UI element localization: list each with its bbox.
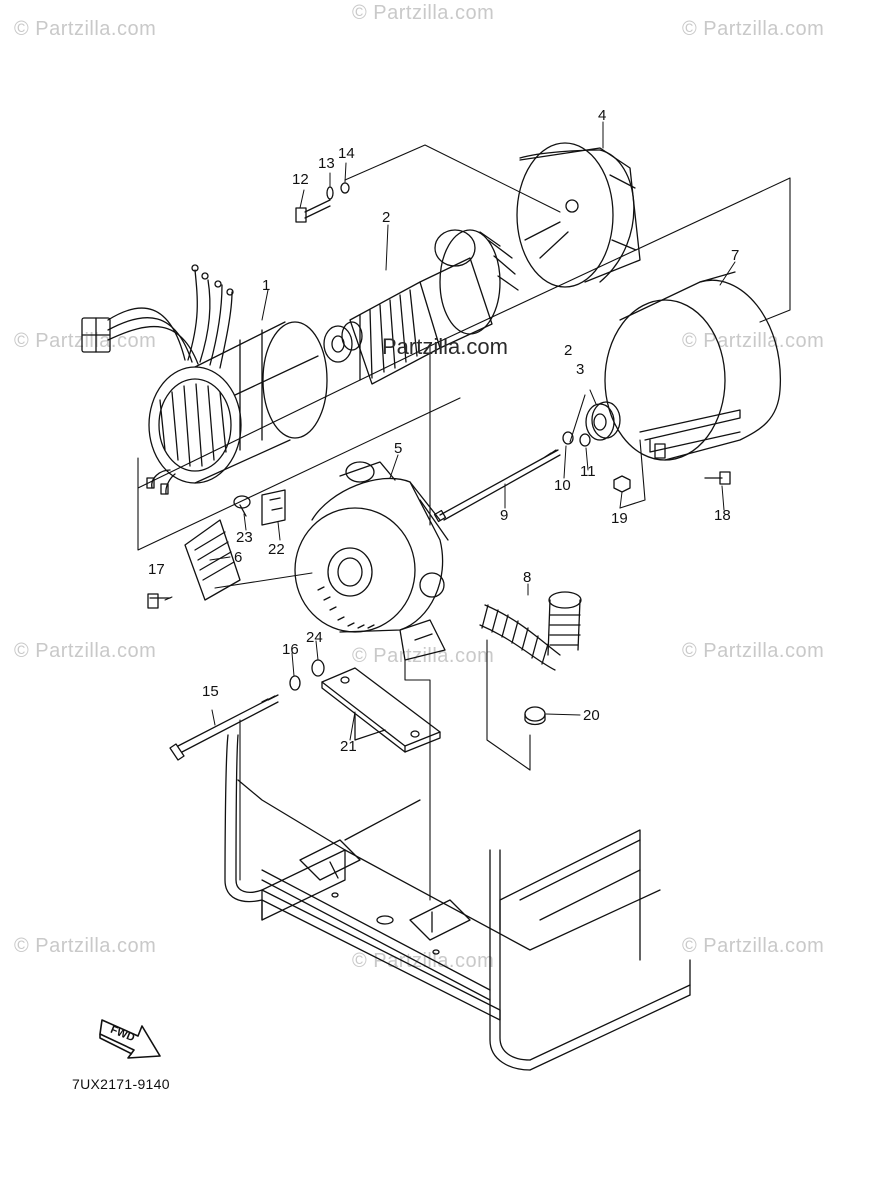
cylinder-cover bbox=[604, 271, 781, 461]
front-housing bbox=[294, 461, 449, 661]
cover-plate bbox=[184, 519, 241, 601]
callout-10: 10 bbox=[554, 477, 571, 494]
callout-11: 11 bbox=[580, 463, 596, 480]
callout-9: 9 bbox=[500, 507, 509, 524]
watermark: © Partzilla.com bbox=[352, 950, 495, 972]
frame bbox=[224, 734, 691, 1071]
callout-1: 1 bbox=[262, 277, 271, 294]
rotor bbox=[323, 229, 519, 385]
stator bbox=[81, 264, 328, 495]
watermark: © Partzilla.com bbox=[682, 330, 825, 352]
mounting-bolt-15 bbox=[169, 694, 279, 761]
callout-19: 19 bbox=[611, 510, 628, 527]
duct-hose bbox=[479, 591, 582, 671]
callout-5: 5 bbox=[394, 440, 403, 457]
callout-16: 16 bbox=[282, 641, 299, 658]
callout-17: 17 bbox=[148, 561, 165, 578]
callout-20: 20 bbox=[583, 707, 600, 724]
watermark: © Partzilla.com bbox=[682, 18, 825, 40]
callout-15: 15 bbox=[202, 683, 219, 700]
diagram-code: 7UX2171-9140 bbox=[72, 1076, 170, 1092]
watermark: © Partzilla.com bbox=[14, 935, 157, 957]
reference-lines bbox=[137, 144, 791, 901]
callout-3: 3 bbox=[576, 361, 585, 378]
watermark: © Partzilla.com bbox=[682, 640, 825, 662]
fwd-arrow-icon: FWD bbox=[98, 1012, 164, 1062]
callout-13: 13 bbox=[318, 155, 335, 172]
callout-23: 23 bbox=[236, 529, 253, 546]
callout-21: 21 bbox=[340, 738, 357, 755]
watermark: © Partzilla.com bbox=[14, 330, 157, 352]
callout-24: 24 bbox=[306, 629, 323, 646]
callout-6: 6 bbox=[234, 549, 243, 566]
callout-4: 4 bbox=[598, 107, 607, 124]
watermark: © Partzilla.com bbox=[14, 640, 157, 662]
callout-2-bracket: 2 bbox=[564, 342, 573, 359]
watermark-center: Partzilla.com bbox=[382, 334, 508, 359]
leader-lines bbox=[164, 121, 736, 741]
bearing bbox=[585, 401, 621, 441]
watermark: © Partzilla.com bbox=[14, 18, 157, 40]
callout-22: 22 bbox=[268, 541, 285, 558]
callout-7: 7 bbox=[731, 247, 740, 264]
callout-18: 18 bbox=[714, 507, 731, 524]
bracket bbox=[321, 667, 441, 753]
callout-12: 12 bbox=[292, 171, 309, 188]
rear-cover bbox=[516, 142, 641, 288]
callout-2: 2 bbox=[382, 209, 391, 226]
callout-8: 8 bbox=[523, 569, 532, 586]
watermark: © Partzilla.com bbox=[352, 2, 495, 24]
watermark: © Partzilla.com bbox=[682, 935, 825, 957]
through-bolt-9 bbox=[433, 449, 561, 523]
callout-14: 14 bbox=[338, 145, 355, 162]
hardware bbox=[147, 182, 731, 726]
